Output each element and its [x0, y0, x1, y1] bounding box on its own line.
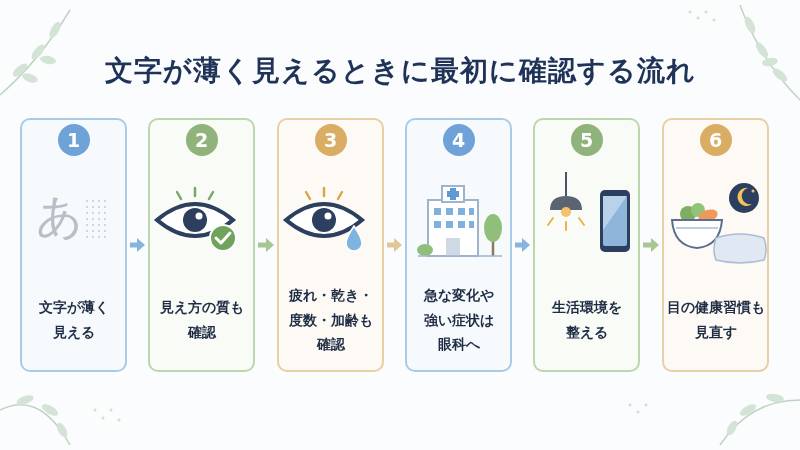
- step-text-area: 疲れ・乾き・ 度数・加齢も 確認: [282, 275, 379, 365]
- flow-arrow: [643, 238, 659, 252]
- step-card: 4 急な変化や 強い症状は 眼科へ: [405, 118, 512, 372]
- step-text-area: 生活環境を 整える: [538, 275, 635, 365]
- step-card: 1 文字が薄く 見える: [20, 118, 127, 372]
- flow-arrow: [130, 238, 145, 252]
- step-number: 2: [186, 124, 218, 156]
- step-text-area: 目の健康習慣も 見直す: [667, 275, 764, 365]
- step-text-area: 文字が薄く 見える: [25, 275, 122, 365]
- step-text: 見え方の質も 確認: [153, 295, 250, 345]
- step-text: 急な変化や 強い症状は 眼科へ: [410, 283, 507, 358]
- step-card: 5 生活環境を 整える: [533, 118, 640, 372]
- title: 文字が薄く見えるときに最初に確認する流れ: [0, 52, 800, 90]
- step-number: 3: [315, 124, 347, 156]
- flow-arrow: [515, 238, 530, 252]
- step-text-area: 見え方の質も 確認: [153, 275, 250, 365]
- step-text: 文字が薄く 見える: [25, 295, 122, 345]
- flow-arrow: [258, 238, 274, 252]
- step-number: 6: [700, 124, 732, 156]
- icon-glyph: あ: [36, 186, 83, 248]
- step-number: 1: [58, 124, 90, 156]
- step-text: 目の健康習慣も 見直す: [667, 295, 764, 345]
- step-number: 5: [571, 124, 603, 156]
- step-card: 6 目の健康習慣も 見直す: [662, 118, 769, 372]
- step-text-area: 急な変化や 強い症状は 眼科へ: [410, 275, 507, 365]
- step-text: 疲れ・乾き・ 度数・加齢も 確認: [282, 283, 379, 358]
- step-number: 4: [443, 124, 475, 156]
- flow-arrow: [387, 238, 402, 252]
- step-card: 3 疲れ・乾き・ 度数・加齢も 確認: [277, 118, 384, 372]
- step-card: 2 見え方の質も 確認: [148, 118, 255, 372]
- step-text: 生活環境を 整える: [538, 295, 635, 345]
